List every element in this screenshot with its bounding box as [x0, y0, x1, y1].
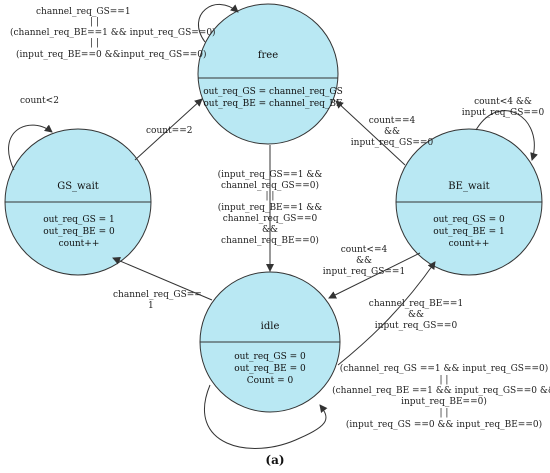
state-idle: idle out_req_GS = 0 out_req_BE = 0 Count…: [199, 271, 341, 413]
label-free-to-idle-6: &&: [262, 225, 278, 235]
state-idle-name: idle: [261, 321, 280, 332]
state-gs-wait-line-3: count++: [59, 239, 100, 249]
label-free-to-idle-1: (input_req_GS==1 &&: [218, 169, 323, 180]
label-idle-to-be-wait-2: &&: [408, 310, 424, 320]
arrow-be-wait-self: [475, 110, 538, 161]
label-free-self-5: (input_req_BE==0 &&input_req_GS==0): [16, 49, 207, 60]
label-idle-to-gs-wait-1: channel_req_GS==: [113, 290, 202, 300]
label-idle-self-3: (channel_req_BE ==1 && input_req_GS==0 &…: [332, 385, 550, 396]
arrow-be-wait-to-free: [335, 100, 406, 166]
label-be-wait-to-free-3: input_req_GS==0: [351, 138, 434, 148]
state-be-wait-line-2: out_req_BE = 1: [433, 227, 504, 237]
label-free-self-1: channel_req_GS==1: [36, 7, 131, 17]
label-idle-self-6: (input_req_GS ==0 && input_req_BE==0): [346, 419, 542, 430]
state-gs-wait-line-1: out_req_GS = 1: [43, 215, 115, 225]
state-gs-wait-name: GS_wait: [57, 181, 99, 192]
state-be-wait-line-1: out_req_GS = 0: [433, 215, 505, 225]
label-be-wait-to-free-2: &&: [384, 127, 400, 137]
label-free-self-2: | |: [90, 17, 99, 27]
label-be-wait-self-1: count<4 &&: [474, 97, 532, 107]
state-free-name: free: [258, 50, 278, 61]
label-free-to-idle-7: channel_req_BE==0): [221, 235, 319, 246]
state-be-wait-line-3: count++: [449, 239, 490, 249]
figure-caption: (a): [265, 453, 284, 467]
label-be-wait-to-idle-3: input_req_GS==1: [323, 267, 405, 277]
state-be-wait: BE_wait out_req_GS = 0 out_req_BE = 1 co…: [395, 128, 543, 276]
arrow-free-self: [198, 3, 239, 43]
state-free-line-2: out_req_BE = channel_req_BE: [203, 99, 342, 109]
arrow-gs-wait-to-free: [134, 98, 203, 161]
label-free-to-idle-3: | |: [266, 191, 275, 201]
label-free-to-idle-5: channel_req_GS==0: [223, 214, 318, 224]
label-idle-self-1: (channel_req_GS ==1 && input_req_GS==0): [340, 363, 549, 374]
label-gs-wait-to-free: count==2: [146, 126, 192, 136]
arrow-idle-self: [203, 384, 328, 449]
label-idle-self-4: input_req_BE==0): [401, 396, 487, 407]
state-free: free out_req_GS = channel_req_GS out_req…: [197, 3, 343, 145]
label-free-self-4: | |: [90, 38, 99, 48]
label-free-to-idle-4: (input_req_BE==1 &&: [218, 202, 323, 213]
label-be-wait-to-idle-2: &&: [356, 256, 372, 266]
state-gs-wait: GS_wait out_req_GS = 1 out_req_BE = 0 co…: [4, 128, 152, 276]
label-free-to-idle-2: channel_req_GS==0): [221, 180, 319, 191]
state-free-line-1: out_req_GS = channel_req_GS: [203, 87, 343, 97]
arrow-idle-to-gs-wait: [112, 257, 213, 301]
label-idle-to-be-wait-1: channel_req_BE==1: [369, 299, 463, 309]
label-idle-self-5: | |: [440, 408, 449, 418]
state-idle-line-2: out_req_BE = 0: [234, 364, 306, 374]
state-idle-line-1: out_req_GS = 0: [234, 352, 306, 362]
state-idle-line-3: Count = 0: [247, 376, 294, 386]
label-gs-wait-self: count<2: [20, 96, 59, 106]
label-idle-to-gs-wait-2: 1: [148, 301, 154, 311]
label-idle-self-2: | |: [440, 375, 449, 385]
label-be-wait-to-free-1: count==4: [369, 116, 416, 126]
label-idle-to-be-wait-3: input_req_GS==0: [375, 321, 458, 331]
label-free-self-3: (channel_req_BE==1 && input_req_GS==0): [10, 27, 216, 38]
arrow-be-wait-to-idle: [328, 252, 421, 299]
label-be-wait-self-2: input_req_GS==0: [462, 108, 545, 118]
state-be-wait-name: BE_wait: [448, 181, 489, 192]
label-be-wait-to-idle-1: count<=4: [341, 245, 388, 255]
state-gs-wait-line-2: out_req_BE = 0: [43, 227, 115, 237]
arrow-gs-wait-self: [8, 124, 53, 171]
arrow-idle-to-be-wait: [337, 261, 436, 366]
